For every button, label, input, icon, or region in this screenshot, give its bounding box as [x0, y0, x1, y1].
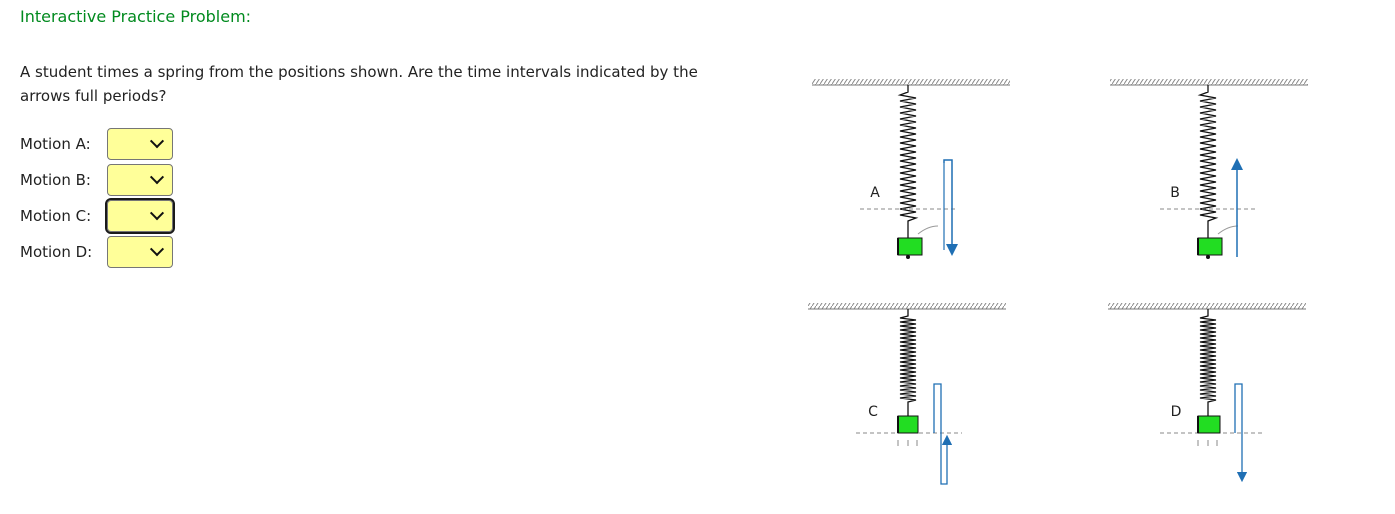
motion-c-row: Motion C: — [20, 198, 175, 234]
spring-diagram-b: B — [1110, 79, 1308, 259]
spring-coil-a — [897, 85, 919, 238]
motion-d-select[interactable] — [107, 236, 173, 268]
question-text: A student times a spring from the positi… — [20, 63, 698, 105]
mass-block-b — [1197, 237, 1223, 256]
hand-icon — [1217, 225, 1239, 235]
motion-a-label: Motion A: — [20, 135, 91, 153]
diagram-label-a: A — [870, 185, 880, 201]
motion-a-row: Motion A: — [20, 128, 173, 160]
ceiling-c — [808, 303, 1006, 309]
diagram-label-d: D — [1171, 404, 1182, 420]
spring-diagram-a: A — [812, 79, 1010, 259]
spring-coil-c — [899, 309, 917, 416]
mass-block-d — [1197, 415, 1221, 434]
ceiling-b — [1110, 79, 1308, 85]
mass-block-c — [897, 415, 919, 434]
motion-b-row: Motion B: — [20, 164, 173, 196]
time-arrow-a — [943, 159, 958, 256]
hand-icon — [917, 225, 939, 235]
motion-c-label: Motion C: — [20, 207, 92, 225]
motion-b-select[interactable] — [107, 164, 173, 196]
spring-coil-b — [1197, 85, 1219, 238]
diagram-label-b: B — [1170, 185, 1180, 201]
motion-d-label: Motion D: — [20, 243, 93, 261]
motion-d-row: Motion D: — [20, 236, 173, 268]
ceiling-d — [1108, 303, 1306, 309]
motion-c-select[interactable] — [105, 198, 175, 234]
spring-coil-d — [1199, 309, 1217, 416]
spring-diagram-d: D — [1108, 303, 1306, 483]
diagram-label-c: C — [868, 404, 878, 420]
time-arrow-c — [933, 383, 953, 485]
spring-diagram-c: C — [808, 303, 1006, 485]
motion-a-select[interactable] — [107, 128, 173, 160]
time-arrow-d — [1234, 383, 1248, 483]
motion-b-label: Motion B: — [20, 171, 91, 189]
mass-marker-a — [906, 255, 910, 259]
page-title: Interactive Practice Problem: — [20, 7, 252, 26]
mass-block-a — [897, 237, 923, 256]
ceiling-a — [812, 79, 1010, 85]
mass-marker-b — [1206, 255, 1210, 259]
